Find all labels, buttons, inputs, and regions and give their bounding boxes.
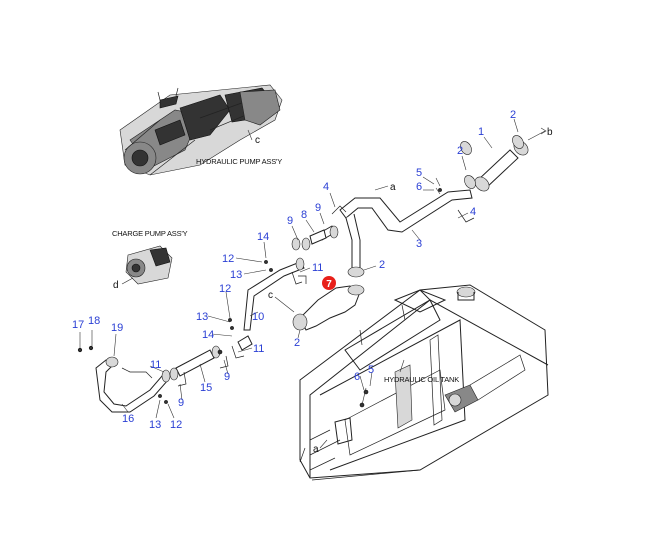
callout-9-b[interactable]: 9 [315,202,321,214]
callout-6-b[interactable]: 6 [354,371,360,383]
callout-2-b[interactable]: 2 [379,259,385,271]
charge-pump-label: CHARGE PUMP ASS'Y [112,229,188,238]
callout-numbers: 1 2 2 2 2 3 4 4 5 5 6 6 8 9 9 9 9 10 11 … [72,109,516,431]
callout-15[interactable]: 15 [200,382,212,394]
callout-12-a[interactable]: 12 [222,253,234,265]
hydraulic-pump-label: HYDRAULIC PUMP ASS'Y [196,157,282,166]
callout-11-a[interactable]: 11 [312,262,323,274]
callout-17[interactable]: 17 [72,319,84,331]
callout-6-a[interactable]: 6 [416,181,422,193]
ref-b: b [547,127,553,138]
pipe-3[interactable] [339,177,475,278]
charge-pump-assembly[interactable] [121,245,173,285]
callout-13-b[interactable]: 13 [196,311,208,323]
small-parts[interactable] [158,133,525,404]
callout-2-c[interactable]: 2 [294,337,300,349]
callout-5-a[interactable]: 5 [416,167,422,179]
callout-11-c[interactable]: 11 [150,359,161,371]
callout-19[interactable]: 19 [111,322,123,334]
leader-lines [113,118,519,419]
callout-9-c[interactable]: 9 [224,371,230,383]
hydraulic-pump-assembly[interactable] [119,84,283,176]
pipe-10[interactable] [231,225,337,359]
callout-12-c[interactable]: 12 [170,419,182,431]
callout-7[interactable]: 7 [326,279,332,290]
highlight-marker[interactable] [322,276,336,290]
callout-9-a[interactable]: 9 [287,215,293,227]
hose-7[interactable] [274,284,365,331]
callout-13-c[interactable]: 13 [149,419,161,431]
ref-c-hose: c [268,290,273,301]
callout-8[interactable]: 8 [301,209,307,221]
callout-7-highlight[interactable]: 7 [322,276,336,290]
hydraulic-tank-label: HYDRAULIC OIL TANK [384,375,459,384]
ref-c-pump: c [255,135,260,146]
callout-12-b[interactable]: 12 [219,283,231,295]
callout-18[interactable]: 18 [88,315,100,327]
callout-10[interactable]: 10 [252,311,264,323]
ref-d-charge: d [113,280,119,291]
callout-9-d[interactable]: 9 [178,397,184,409]
callout-5-b[interactable]: 5 [368,364,374,376]
callout-13-a[interactable]: 13 [230,269,242,281]
callout-11-b[interactable]: 11 [253,343,264,355]
callout-14-b[interactable]: 14 [202,329,214,341]
callout-4-a[interactable]: 4 [323,181,329,193]
ref-a-tank: a [313,444,319,455]
callout-2-a[interactable]: 2 [457,145,463,157]
hydraulic-oil-tank[interactable] [299,284,549,481]
callout-2-top[interactable]: 2 [510,109,516,121]
pipe-16[interactable] [77,330,171,413]
callout-14-a[interactable]: 14 [257,231,269,243]
callout-4-b[interactable]: 4 [470,206,476,218]
hose-15[interactable] [169,345,223,381]
ref-a-pipe: a [390,182,396,193]
callout-3[interactable]: 3 [416,238,422,250]
callout-16[interactable]: 16 [122,413,134,425]
callout-1[interactable]: 1 [478,126,484,138]
